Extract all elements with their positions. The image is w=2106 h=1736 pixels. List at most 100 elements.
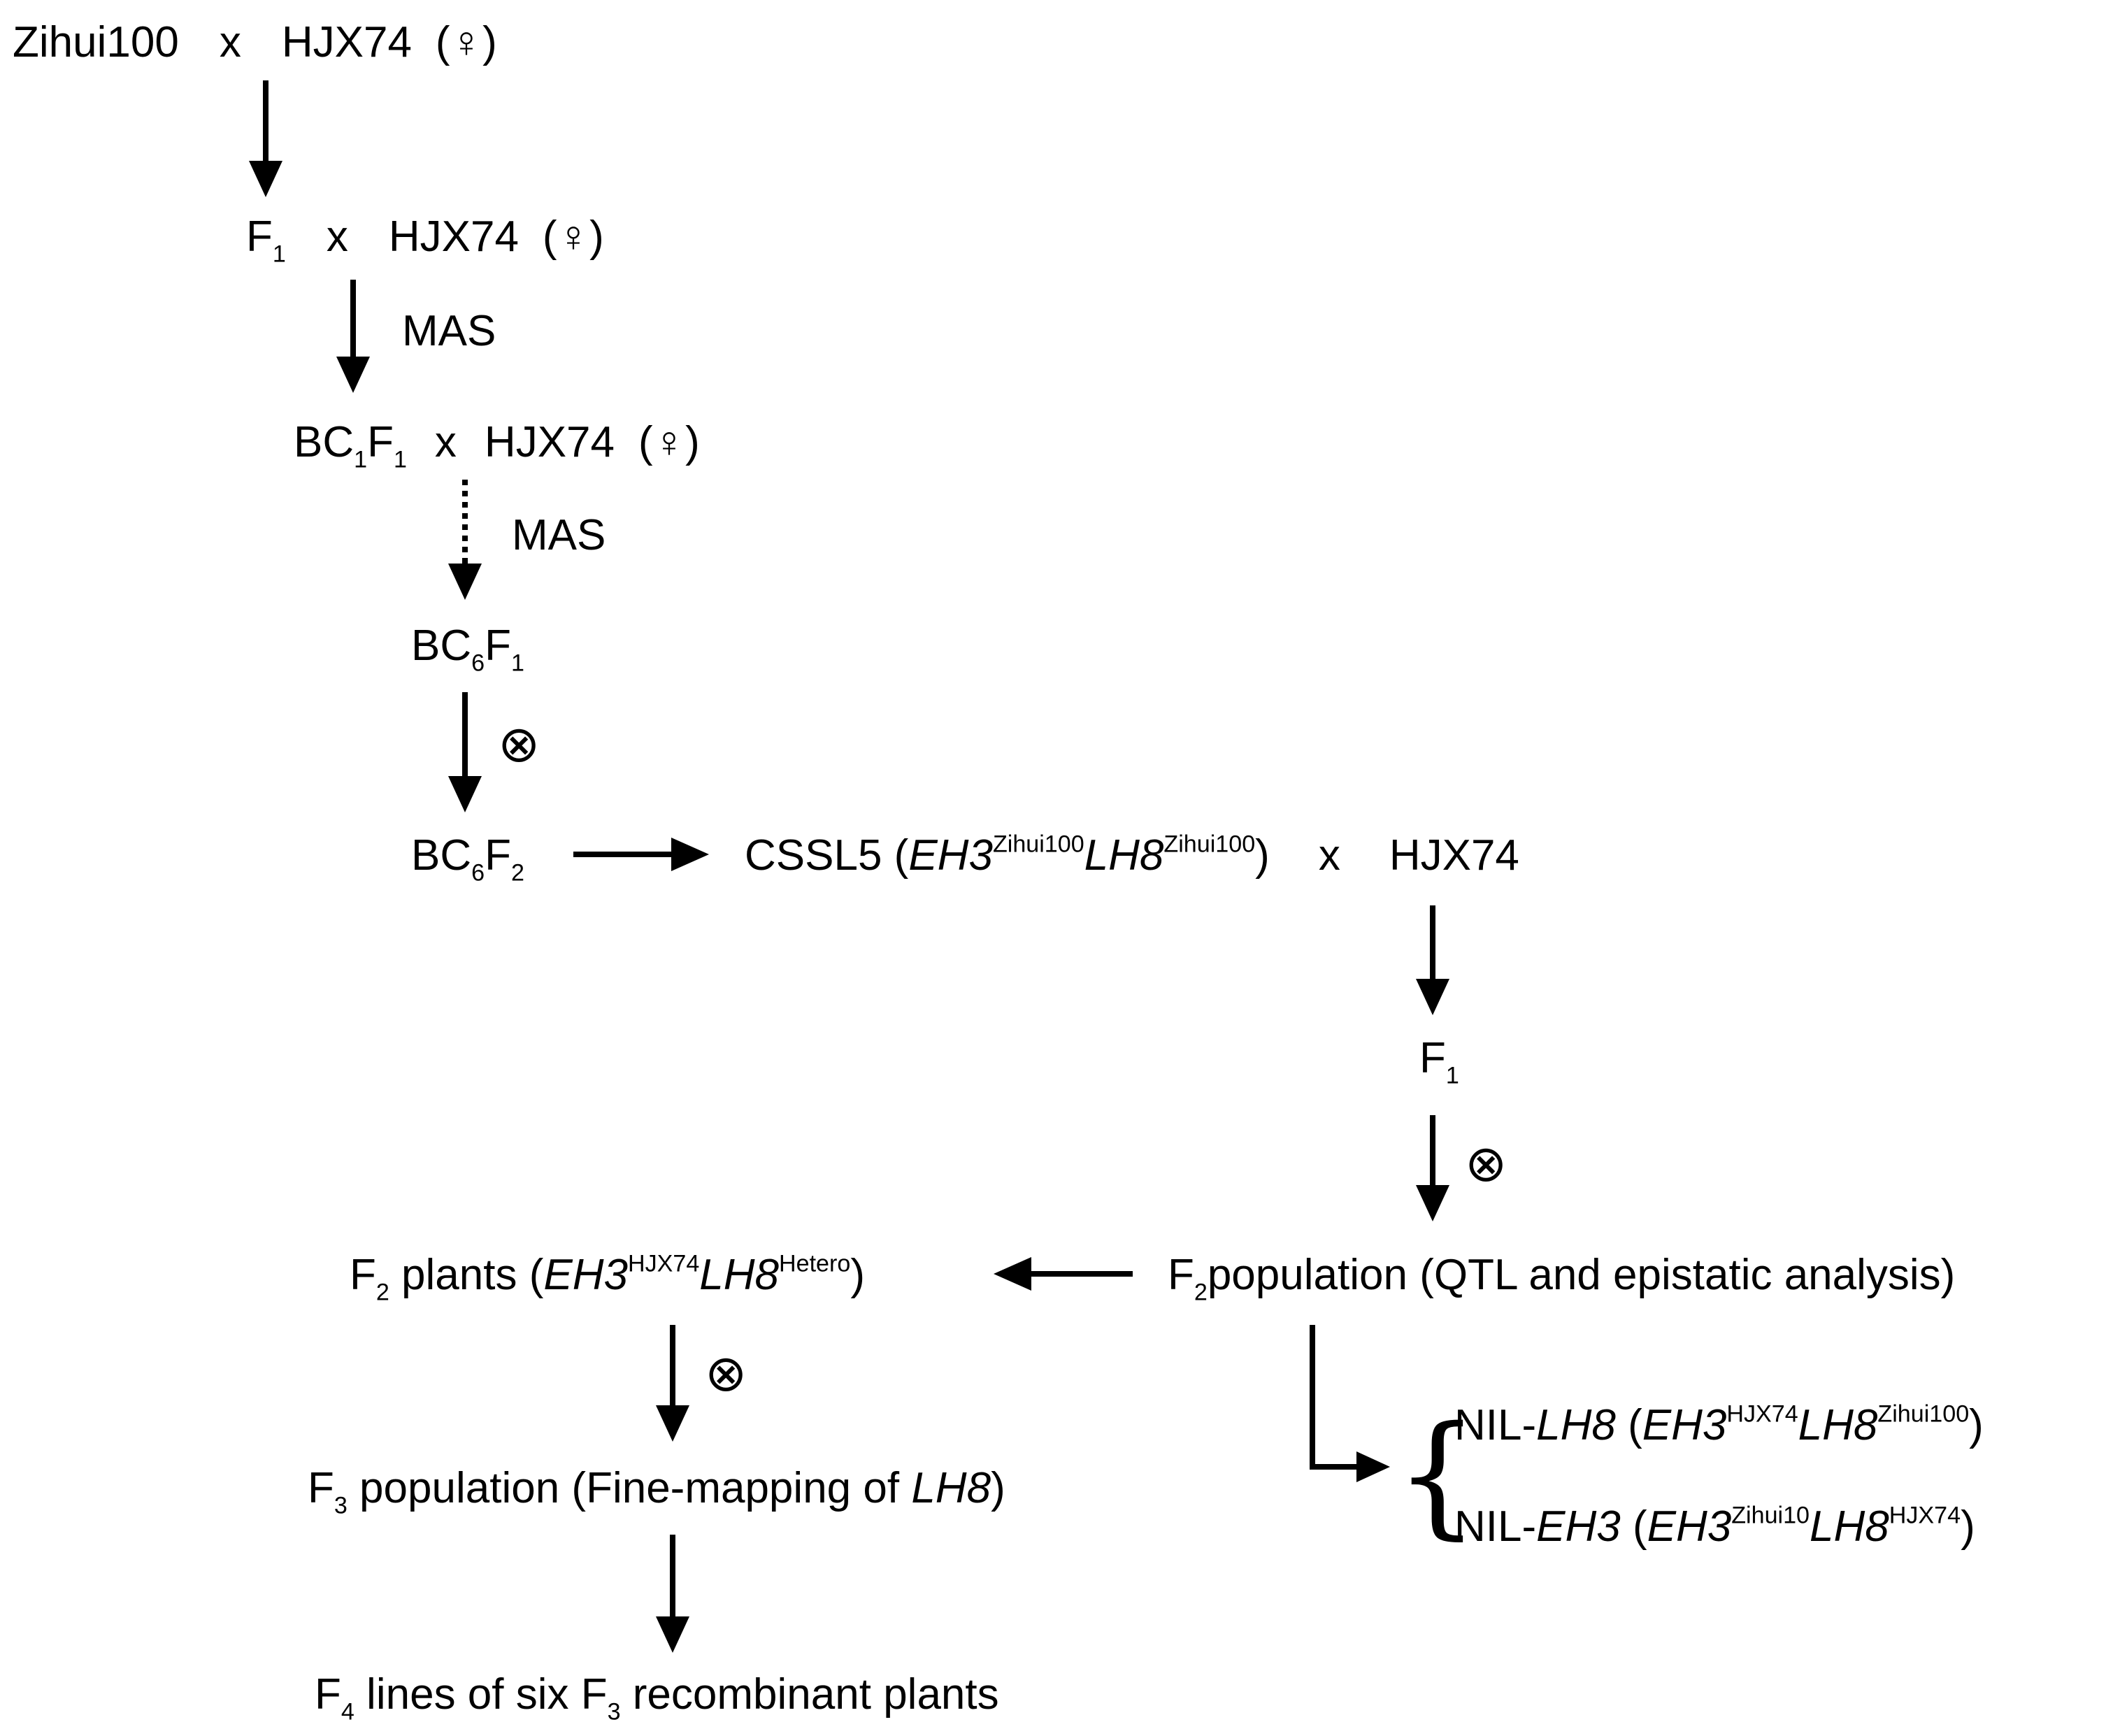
cross2-x: x (326, 213, 348, 261)
nil-eh3-gene: EH3 (1536, 1502, 1621, 1551)
nil-eh3-gene-lh8: LH8 (1810, 1502, 1889, 1551)
f3-suffix: ) (991, 1464, 1005, 1512)
arrow-f2-population-to-nils (1310, 1325, 1390, 1482)
f4-sub2: 3 (607, 1698, 621, 1726)
nil-eh3-label: NIL-EH3 (EH3Zihui10LH8HJX74) (1454, 1502, 1975, 1551)
cross1-parent-a: Zihui100 (13, 18, 179, 66)
bc6f2-label: BC6F2 (411, 831, 524, 885)
bc6f2-bc: BC (411, 831, 472, 880)
nil-eh3-mid: ( (1620, 1502, 1647, 1551)
cssl5-suffix: ) (1255, 831, 1270, 880)
nil-eh3-eh3-allele: Zihui10 (1731, 1502, 1810, 1529)
nil-lh8-mid: ( (1615, 1401, 1642, 1449)
f4-lines-label: F4 lines of six F3 recombinant plants (315, 1670, 999, 1724)
cssl5-eh3-allele: Zihui100 (992, 831, 1084, 858)
arrow-f1-to-f2-population (1416, 1115, 1449, 1221)
bc6f1-sub1: 6 (471, 650, 485, 677)
arrow-cross1-to-f1 (249, 80, 282, 197)
nil-lh8-gene-eh3: EH3 (1642, 1401, 1727, 1449)
f3-f: F (308, 1464, 334, 1512)
cross2-female-symbol: (♀) (542, 213, 604, 261)
f2-plants-gene-lh8: LH8 (699, 1251, 780, 1299)
cssl5-prefix: CSSL5 ( (745, 831, 909, 880)
f4-mid: lines of six F (354, 1670, 608, 1719)
f2-plants-eh3-allele: HJX74 (627, 1250, 700, 1277)
cross3-female-symbol: (♀) (638, 418, 700, 466)
nil-brace: { (1395, 1398, 1480, 1552)
f2-plants-prefix: plants ( (389, 1251, 544, 1299)
bc6f1-sub2: 1 (510, 650, 524, 677)
nil-lh8-gene-lh8: LH8 (1798, 1401, 1878, 1449)
cross1-female-symbol: (♀) (435, 18, 497, 66)
f3-population-label: F3 population (Fine-mapping of LH8) (308, 1464, 1005, 1518)
nil-lh8-suffix: ) (1969, 1401, 1984, 1449)
f1-right-label: F1 (1419, 1034, 1459, 1088)
f2-plants-f: F (350, 1251, 376, 1299)
nil-eh3-lh8-allele: HJX74 (1889, 1502, 1961, 1529)
cross2-f-sub: 1 (272, 241, 286, 268)
nil-eh3-suffix: ) (1961, 1502, 1975, 1551)
arrow-f2-plants-to-f3 (656, 1325, 689, 1442)
cross3-f-sub: 1 (393, 446, 407, 473)
f2-plants-label: F2 plants (EH3HJX74LH8Hetero) (350, 1251, 865, 1304)
cross3-parent-b: HJX74 (484, 418, 615, 466)
f2-pop-f: F (1168, 1251, 1194, 1299)
f2-pop-text: population (QTL and epistatic analysis) (1207, 1251, 1956, 1299)
bc6f2-sub2: 2 (510, 859, 524, 887)
f3-sub: 3 (334, 1492, 348, 1519)
nil-lh8-prefix: NIL- (1454, 1401, 1537, 1449)
nil-lh8-label: NIL-LH8 (EH3HJX74LH8Zihui100) (1454, 1401, 1984, 1449)
cssl5-gene-lh8: LH8 (1084, 831, 1164, 880)
cross1-x: x (219, 18, 241, 66)
arrow-bc6f1-to-bc6f2 (448, 692, 482, 812)
arrow-bc1f1-to-bc6f1-dotted (448, 480, 482, 600)
cssl5-x: x (1318, 831, 1340, 880)
self-symbol-1: ⊗ (498, 715, 540, 773)
f2-pop-sub: 2 (1194, 1279, 1208, 1306)
cross3-f: F (367, 418, 394, 466)
f2-population-label: F2population (QTL and epistatic analysis… (1168, 1251, 1956, 1305)
arrow-f3-to-f4 (656, 1535, 689, 1653)
arrow-bc6f2-to-cssl5 (573, 838, 709, 871)
cssl5-gene-eh3: EH3 (908, 831, 993, 880)
nil-eh3-gene-eh3: EH3 (1647, 1502, 1732, 1551)
cross3-bc: BC (294, 418, 354, 466)
arrow-cssl5-to-f1 (1416, 905, 1449, 1015)
mas-label-2: MAS (512, 511, 606, 559)
cross3-x: x (434, 418, 457, 466)
f2-plants-lh8-allele: Hetero (779, 1250, 851, 1277)
bc6f2-sub1: 6 (471, 859, 485, 887)
bc6f1-label: BC6F1 (411, 622, 524, 675)
nil-lh8-eh3-allele: HJX74 (1726, 1400, 1798, 1428)
cross3-bc-sub: 1 (354, 446, 368, 473)
f1-right-f: F (1419, 1034, 1446, 1082)
f1-right-sub: 1 (1445, 1062, 1459, 1089)
nil-lh8-gene: LH8 (1536, 1401, 1616, 1449)
f4-suffix: recombinant plants (620, 1670, 999, 1719)
mas-label-1: MAS (402, 307, 496, 355)
f2-plants-gene-eh3: EH3 (543, 1251, 628, 1299)
cross1-label: Zihui100 x HJX74 (♀) (13, 21, 497, 64)
cross2-f: F (246, 213, 273, 261)
f4-sub: 4 (341, 1698, 354, 1726)
cssl5-parent-b: HJX74 (1389, 831, 1519, 880)
cross2-parent-b: HJX74 (388, 213, 519, 261)
bc6f1-f: F (485, 622, 511, 670)
self-symbol-2: ⊗ (1465, 1134, 1507, 1193)
arrow-f1-to-bc1f1 (336, 280, 370, 393)
nil-eh3-prefix: NIL- (1454, 1502, 1537, 1551)
cross2-label: F1 x HJX74 (♀) (246, 213, 604, 266)
f3-prefix: population (Fine-mapping of (347, 1464, 912, 1512)
f4-f: F (315, 1670, 341, 1719)
cssl5-lh8-allele: Zihui100 (1163, 831, 1256, 858)
nil-lh8-lh8-allele: Zihui100 (1877, 1400, 1970, 1428)
bc6f2-f: F (485, 831, 511, 880)
f3-gene-lh8: LH8 (911, 1464, 991, 1512)
cross1-parent-b: HJX74 (281, 18, 412, 66)
f2-plants-suffix: ) (850, 1251, 865, 1299)
bc6f1-bc: BC (411, 622, 472, 670)
f2-plants-sub: 2 (375, 1279, 389, 1306)
